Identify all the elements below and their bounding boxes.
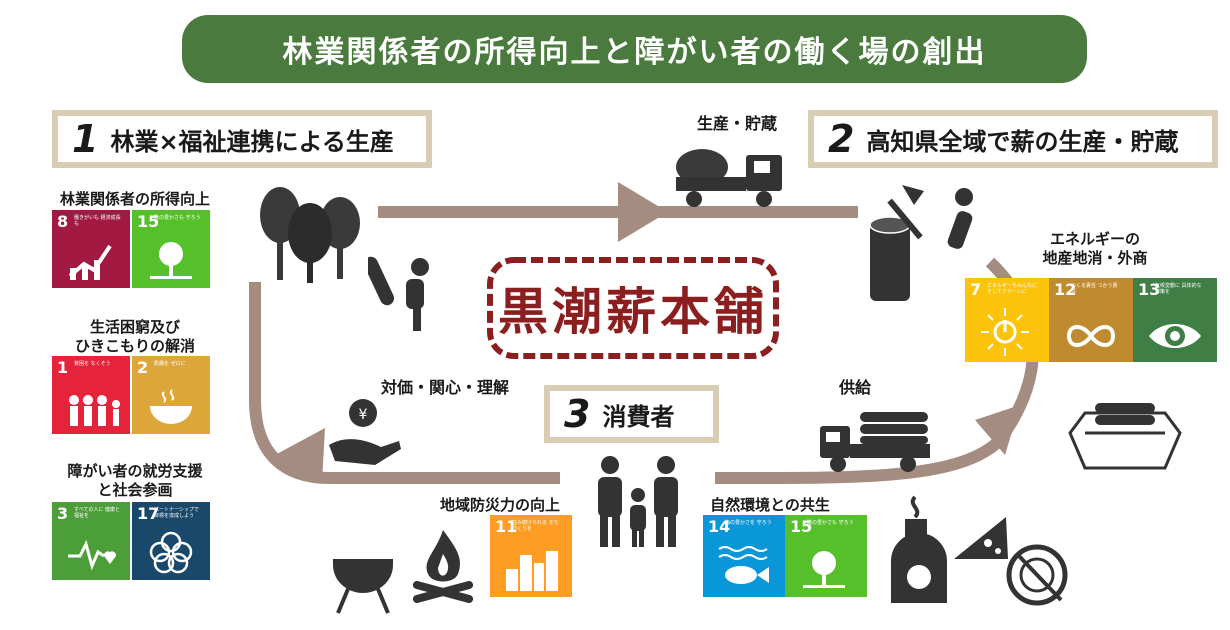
sdg-15-tile: 15 陸の豊かさも 守ろう xyxy=(132,210,210,288)
wood-oven-icon xyxy=(891,495,947,603)
partnership-flower-icon xyxy=(149,531,193,574)
page-title: 林業関係者の所得向上と障がい者の働く場の創出 xyxy=(182,15,1087,83)
arrow-down-icon xyxy=(975,405,1020,455)
plate-cutlery-icon xyxy=(1006,544,1068,606)
money-hand-icon: ¥ xyxy=(329,399,401,465)
tree-icon xyxy=(150,242,192,279)
chainsaw-worker-icon xyxy=(368,256,429,331)
step-1-box: 1 林業×福祉連携による生産 xyxy=(52,110,432,168)
disability-label-2: と社会参画 xyxy=(97,481,173,499)
sdg-1-tile: 1 貧困を なくそう xyxy=(52,356,130,434)
energy-label-1: エネルギーの xyxy=(1049,230,1140,248)
sdg-13-tile: 13 気候変動に 具体的な対策を xyxy=(1133,278,1217,362)
forestry-income-label: 林業関係者の所得向上 xyxy=(59,190,210,208)
city-buildings-icon xyxy=(506,551,558,591)
supply-label: 供給 xyxy=(838,378,871,397)
bowl-icon xyxy=(150,389,192,424)
campfire-icon xyxy=(412,530,474,603)
production-label: 生産・貯蔵 xyxy=(696,114,777,133)
growth-chart-icon xyxy=(68,244,112,280)
pizza-icon xyxy=(954,517,1008,559)
poverty-label-1: 生活困窮及び xyxy=(89,318,180,336)
sdg-14-tile: 14 海の豊かさを 守ろう xyxy=(703,515,785,597)
step-2-box: 2 高知県全域で薪の生産・貯蔵 xyxy=(808,110,1218,168)
truck-icon xyxy=(676,149,782,207)
fish-waves-icon xyxy=(718,546,769,584)
sdg-17-tile: 17 パートナーシップで 目標を達成しよう xyxy=(132,502,210,580)
arrow-left-icon xyxy=(275,428,325,482)
arrow-right-icon xyxy=(618,182,668,242)
bbq-grill-icon xyxy=(333,559,393,614)
sun-power-icon xyxy=(981,308,1029,356)
step-3-box: 3 消費者 xyxy=(544,385,719,443)
disability-label-1: 障がい者の就労支援 xyxy=(67,462,203,480)
brand-name: 黒潮薪本舗 xyxy=(498,283,768,341)
sdg-12-tile: 12 つくる責任 つかう責任 xyxy=(1049,278,1133,362)
disaster-label: 地域防災力の向上 xyxy=(439,496,560,514)
sdg-7-tile: 7 エネルギーをみんなに そしてクリーンに xyxy=(965,278,1049,362)
brand-seal-border xyxy=(487,257,779,359)
firewood-truck-icon xyxy=(820,412,930,472)
sdg-2-tile: 2 飢餓を ゼロに xyxy=(132,356,210,434)
sdg-8-tile: 8 働きがいも 経済成長も xyxy=(52,210,130,288)
family-icon xyxy=(598,456,678,547)
infinity-icon xyxy=(1066,325,1116,347)
tree-icon xyxy=(803,551,845,588)
flow-left-curve xyxy=(249,282,560,484)
log-splitting-icon xyxy=(869,185,973,301)
people-icon xyxy=(69,395,120,426)
nature-label: 自然環境との共生 xyxy=(710,496,830,514)
trees-icon xyxy=(260,187,360,283)
poverty-label-2: ひきこもりの解消 xyxy=(74,337,195,355)
svg-text:¥: ¥ xyxy=(359,407,368,423)
sdg-15b-tile: 15 陸の豊かさも 守ろう xyxy=(785,515,867,597)
sdg-3-tile: 3 すべての人に 健康と福祉を xyxy=(52,502,130,580)
heartbeat-icon xyxy=(68,539,117,571)
eye-earth-icon xyxy=(1149,324,1201,348)
energy-label-2: 地産地消・外商 xyxy=(1042,249,1148,267)
sdg-11-tile: 11 住み続けられる まちづくりを xyxy=(490,515,572,597)
firewood-box-icon xyxy=(1068,403,1182,470)
return-label: 対価・関心・理解 xyxy=(380,378,509,397)
